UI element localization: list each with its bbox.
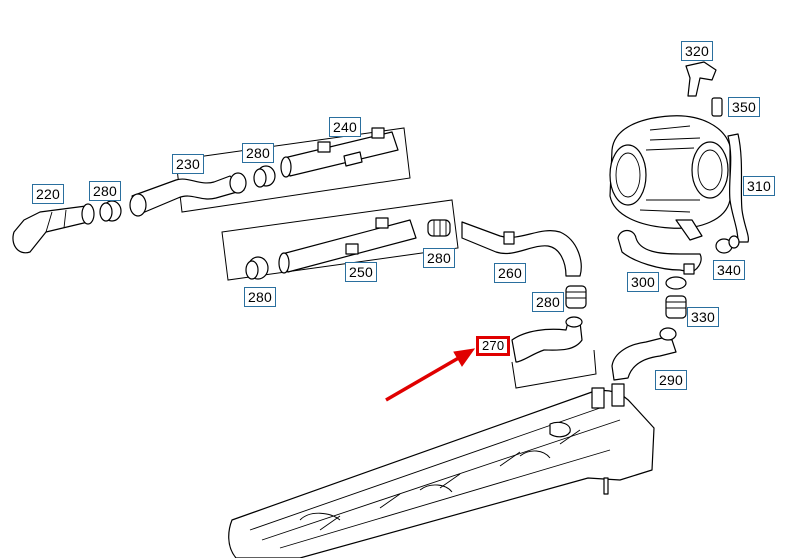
callout-330: 330	[687, 307, 719, 327]
callout-300: 300	[627, 272, 659, 292]
clamp-280-a	[99, 200, 122, 222]
pipe-250-frame	[221, 199, 459, 281]
callout-230: 230	[172, 154, 204, 174]
pipe-240	[280, 127, 399, 178]
callout-310: 310	[743, 176, 775, 196]
callout-240: 240	[329, 117, 361, 137]
fitting-350	[711, 97, 723, 117]
callout-280-c: 280	[244, 287, 276, 307]
callout-350: 350	[728, 97, 760, 117]
callout-340: 340	[713, 260, 745, 280]
hose-220	[12, 203, 95, 254]
callout-290: 290	[655, 370, 687, 390]
callout-220: 220	[32, 184, 64, 204]
callout-280-b: 280	[242, 143, 274, 163]
part-270-frame	[511, 349, 597, 389]
callout-280-d: 280	[423, 248, 455, 268]
callout-260: 260	[494, 263, 526, 283]
clamp-280-d	[427, 219, 451, 237]
callout-280-a: 280	[89, 181, 121, 201]
throttle-body	[609, 115, 731, 241]
callout-320: 320	[681, 41, 713, 61]
hose-310	[727, 133, 749, 243]
hose-230	[129, 172, 247, 217]
hose-300	[617, 229, 702, 275]
pipe-250	[278, 217, 417, 274]
clamp-330	[665, 276, 687, 319]
clamp-280-e	[565, 285, 587, 309]
hose-270	[511, 316, 583, 363]
intake-manifold	[228, 383, 655, 558]
elbow-320	[685, 61, 717, 97]
fitting-340	[715, 235, 740, 254]
callout-280-e: 280	[532, 292, 564, 312]
hose-260	[461, 221, 582, 277]
clamp-280-c	[245, 256, 269, 280]
clamp-280-b	[253, 165, 276, 188]
callout-270: 270	[476, 336, 511, 356]
highlight-arrow	[385, 348, 476, 402]
hose-290	[611, 327, 677, 381]
callout-250: 250	[345, 262, 377, 282]
